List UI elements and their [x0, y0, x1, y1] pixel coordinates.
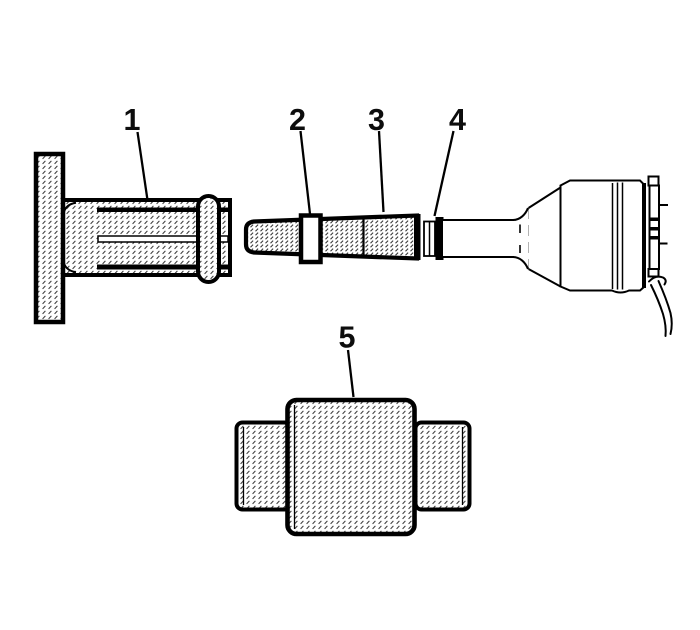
- flange-plate: [33, 151, 66, 325]
- callout-2-label: 2: [289, 103, 306, 137]
- cone-top-line: [527, 186, 562, 209]
- callouts: 1 2 3 4 5: [124, 103, 466, 398]
- part5-bushing: [234, 397, 472, 537]
- rear-cap-seg-2: [648, 219, 660, 229]
- shaft-end-face: [414, 214, 421, 260]
- power-tool: [443, 175, 673, 337]
- callout-3-label: 3: [368, 103, 385, 137]
- callout-4-leader: [433, 130, 455, 217]
- rear-cap-top-tab: [647, 175, 660, 187]
- bushing-left-sleeve: [234, 420, 293, 512]
- part2-collar: [298, 213, 323, 265]
- callout-1-label: 1: [124, 103, 141, 137]
- part3-tapered-shaft: [243, 213, 421, 265]
- nose-shaft-fill: [443, 220, 514, 257]
- bore-bottom-line: [97, 264, 229, 270]
- retaining-ring: [196, 194, 221, 284]
- part1-flanged-tube: [33, 151, 232, 325]
- callout-5-leader: [346, 349, 355, 398]
- rear-cap: [647, 175, 668, 278]
- hose-inner-line: [657, 280, 673, 335]
- shaft-body: [243, 213, 420, 261]
- cone-bottom-line: [528, 268, 561, 288]
- rear-cap-seg-4: [648, 237, 660, 270]
- callout-5-label: 5: [339, 321, 356, 355]
- callout-2-leader: [299, 130, 312, 215]
- flare-top: [512, 207, 529, 221]
- tool-chuck-cap: [435, 217, 444, 260]
- callout-1-leader: [136, 131, 149, 201]
- rear-cap-seg-1: [648, 184, 660, 220]
- air-hose: [648, 275, 673, 337]
- rear-cap-bottom-tab: [647, 268, 660, 278]
- callout-3-leader: [377, 130, 385, 213]
- bushing-center-body: [285, 397, 417, 537]
- cone-fill: [529, 188, 560, 286]
- hose-strain-relief: [648, 275, 667, 286]
- rear-cap-seg-3: [648, 228, 660, 238]
- part4-spacer: [423, 217, 444, 260]
- bushing-right-sleeve: [413, 420, 472, 512]
- bore-top-line: [97, 207, 229, 212]
- center-slot: [97, 235, 229, 243]
- flare-bottom: [512, 256, 529, 270]
- hose-outer-line: [650, 284, 667, 337]
- callout-4-label: 4: [449, 103, 466, 137]
- tool-housing: [559, 179, 646, 294]
